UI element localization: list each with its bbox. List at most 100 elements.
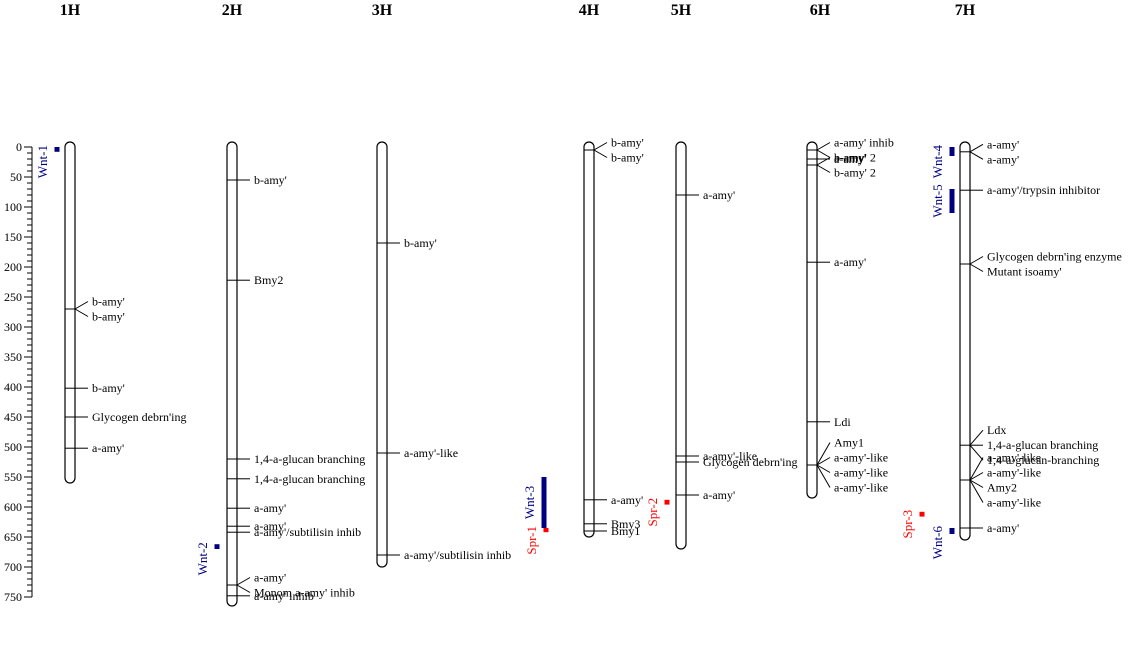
axis-tick-label: 400 (4, 380, 22, 394)
chromosome-7h: 7Ha-amy'a-amy'a-amy'/trypsin inhibitorGl… (900, 2, 1122, 559)
marker-connector (969, 457, 984, 481)
gene-label: Glycogen debrn'ing (92, 410, 186, 424)
axis-tick-label: 550 (4, 470, 22, 484)
axis-tick-label: 300 (4, 320, 22, 334)
gene-label: b-amy' (254, 173, 287, 187)
qtl-label: Wnt-2 (195, 542, 210, 575)
chromosome-title: 1H (60, 2, 81, 19)
gene-label: a-amy' (834, 151, 866, 165)
marker-connector (969, 444, 984, 461)
marker-connector (593, 149, 608, 158)
chromosome-1h: 1Hb-amy'b-amy'b-amy'Glycogen debrn'inga-… (35, 2, 186, 484)
qtl-label: Wnt-6 (930, 526, 945, 560)
axis-tick-label: 600 (4, 500, 22, 514)
gene-label: Bmy3 (611, 517, 640, 531)
chromosome-bar (376, 141, 388, 568)
gene-label: a-amy'/subtilisin inhib (404, 548, 511, 562)
qtl-bar (54, 147, 60, 152)
marker-connector (969, 429, 984, 446)
gene-label: a-amy' (987, 152, 1019, 166)
qtl-bar (541, 477, 547, 528)
qtl-bar (543, 528, 549, 533)
chromosome-title: 6H (810, 2, 831, 19)
chromosome-title: 5H (671, 2, 692, 19)
marker-connector (236, 584, 251, 593)
chromosome-title: 2H (222, 2, 243, 19)
qtl-label: Wnt-5 (930, 184, 945, 217)
marker-connector (816, 157, 831, 166)
chromosome-bar (959, 141, 971, 541)
gene-label: a-amy' (834, 255, 866, 269)
gene-label: 1,4-a-glucan-branching (987, 453, 1099, 467)
gene-label: b-amy' (92, 295, 125, 309)
gene-label: a-amy' (254, 519, 286, 533)
gene-label: b-amy' (92, 381, 125, 395)
qtl-bar (919, 511, 925, 517)
gene-label: a-amy'-like (834, 451, 888, 465)
marker-connector (816, 457, 831, 466)
gene-label: Mutant isoamy' (987, 265, 1062, 279)
gene-label: a-amy'/trypsin inhibitor (987, 183, 1100, 197)
marker-connector (816, 149, 831, 158)
gene-label: 1,4-a-glucan branching (987, 438, 1098, 452)
gene-label: a-amy' (987, 521, 1019, 535)
marker-connector (593, 142, 608, 151)
marker-connector (816, 464, 831, 473)
chromosome-bar (226, 141, 238, 607)
gene-label: a-amy'-like (834, 481, 888, 495)
axis-tick-label: 650 (4, 530, 22, 544)
chromosome-bar (64, 141, 76, 484)
qtl-label: Spr-1 (524, 526, 539, 555)
axis-tick-label: 350 (4, 350, 22, 364)
axis-tick-label: 750 (4, 590, 22, 604)
gene-label: Glycogen debrn'ing enzyme (987, 250, 1122, 264)
qtl-bar (664, 499, 670, 505)
gene-label: a-amy'-like (987, 451, 1041, 465)
axis-tick-label: 0 (16, 140, 22, 154)
gene-label: b-amy' (611, 151, 644, 165)
scale-axis: 0501001502002503003504004505005506006507… (4, 140, 33, 604)
qtl-label: Wnt-3 (522, 486, 537, 519)
gene-label: Bmy1 (611, 524, 640, 538)
gene-label: a-amy'-like (834, 466, 888, 480)
gene-label: Amy1 (834, 436, 864, 450)
gene-label: Monom a-amy' inhib (254, 586, 355, 600)
marker-connector (969, 263, 984, 272)
marker-connector (969, 151, 984, 160)
qtl-label: Wnt-1 (35, 145, 50, 178)
gene-label: b-amy' (404, 236, 437, 250)
gene-label: a-amy' (254, 501, 286, 515)
gene-label: a-amy' (987, 137, 1019, 151)
gene-label: b-amy' (92, 310, 125, 324)
qtl-label: Wnt-4 (930, 145, 945, 179)
marker-connector (816, 142, 831, 151)
gene-label: b-amy' 2 (834, 151, 876, 165)
gene-label: a-amy' (92, 441, 124, 455)
marker-connector (74, 301, 89, 310)
gene-label: a-amy' (703, 188, 735, 202)
marker-connector (969, 479, 984, 503)
gene-label: a-amy'-like (703, 449, 757, 463)
gene-label: a-amy' inhib (834, 136, 894, 150)
marker-connector (969, 143, 984, 153)
gene-label: b-amy' 2 (834, 166, 876, 180)
chromosome-title: 4H (579, 2, 600, 19)
gene-label: Ldx (987, 423, 1006, 437)
marker-connector (816, 442, 831, 466)
chromosome-bar (675, 141, 687, 550)
gene-label: 1,4-a-glucan branching (254, 452, 365, 466)
chromosome-bar (583, 141, 595, 538)
gene-label: Amy2 (987, 481, 1017, 495)
qtl-bar (949, 147, 955, 156)
axis-tick-label: 500 (4, 440, 22, 454)
gene-label: 1,4-a-glucan branching (254, 472, 365, 486)
axis-tick-label: 700 (4, 560, 22, 574)
gene-label: Glycogen debrn'ing (703, 455, 797, 469)
gene-label: a-amy'-like (987, 496, 1041, 510)
gene-label: b-amy' (611, 136, 644, 150)
